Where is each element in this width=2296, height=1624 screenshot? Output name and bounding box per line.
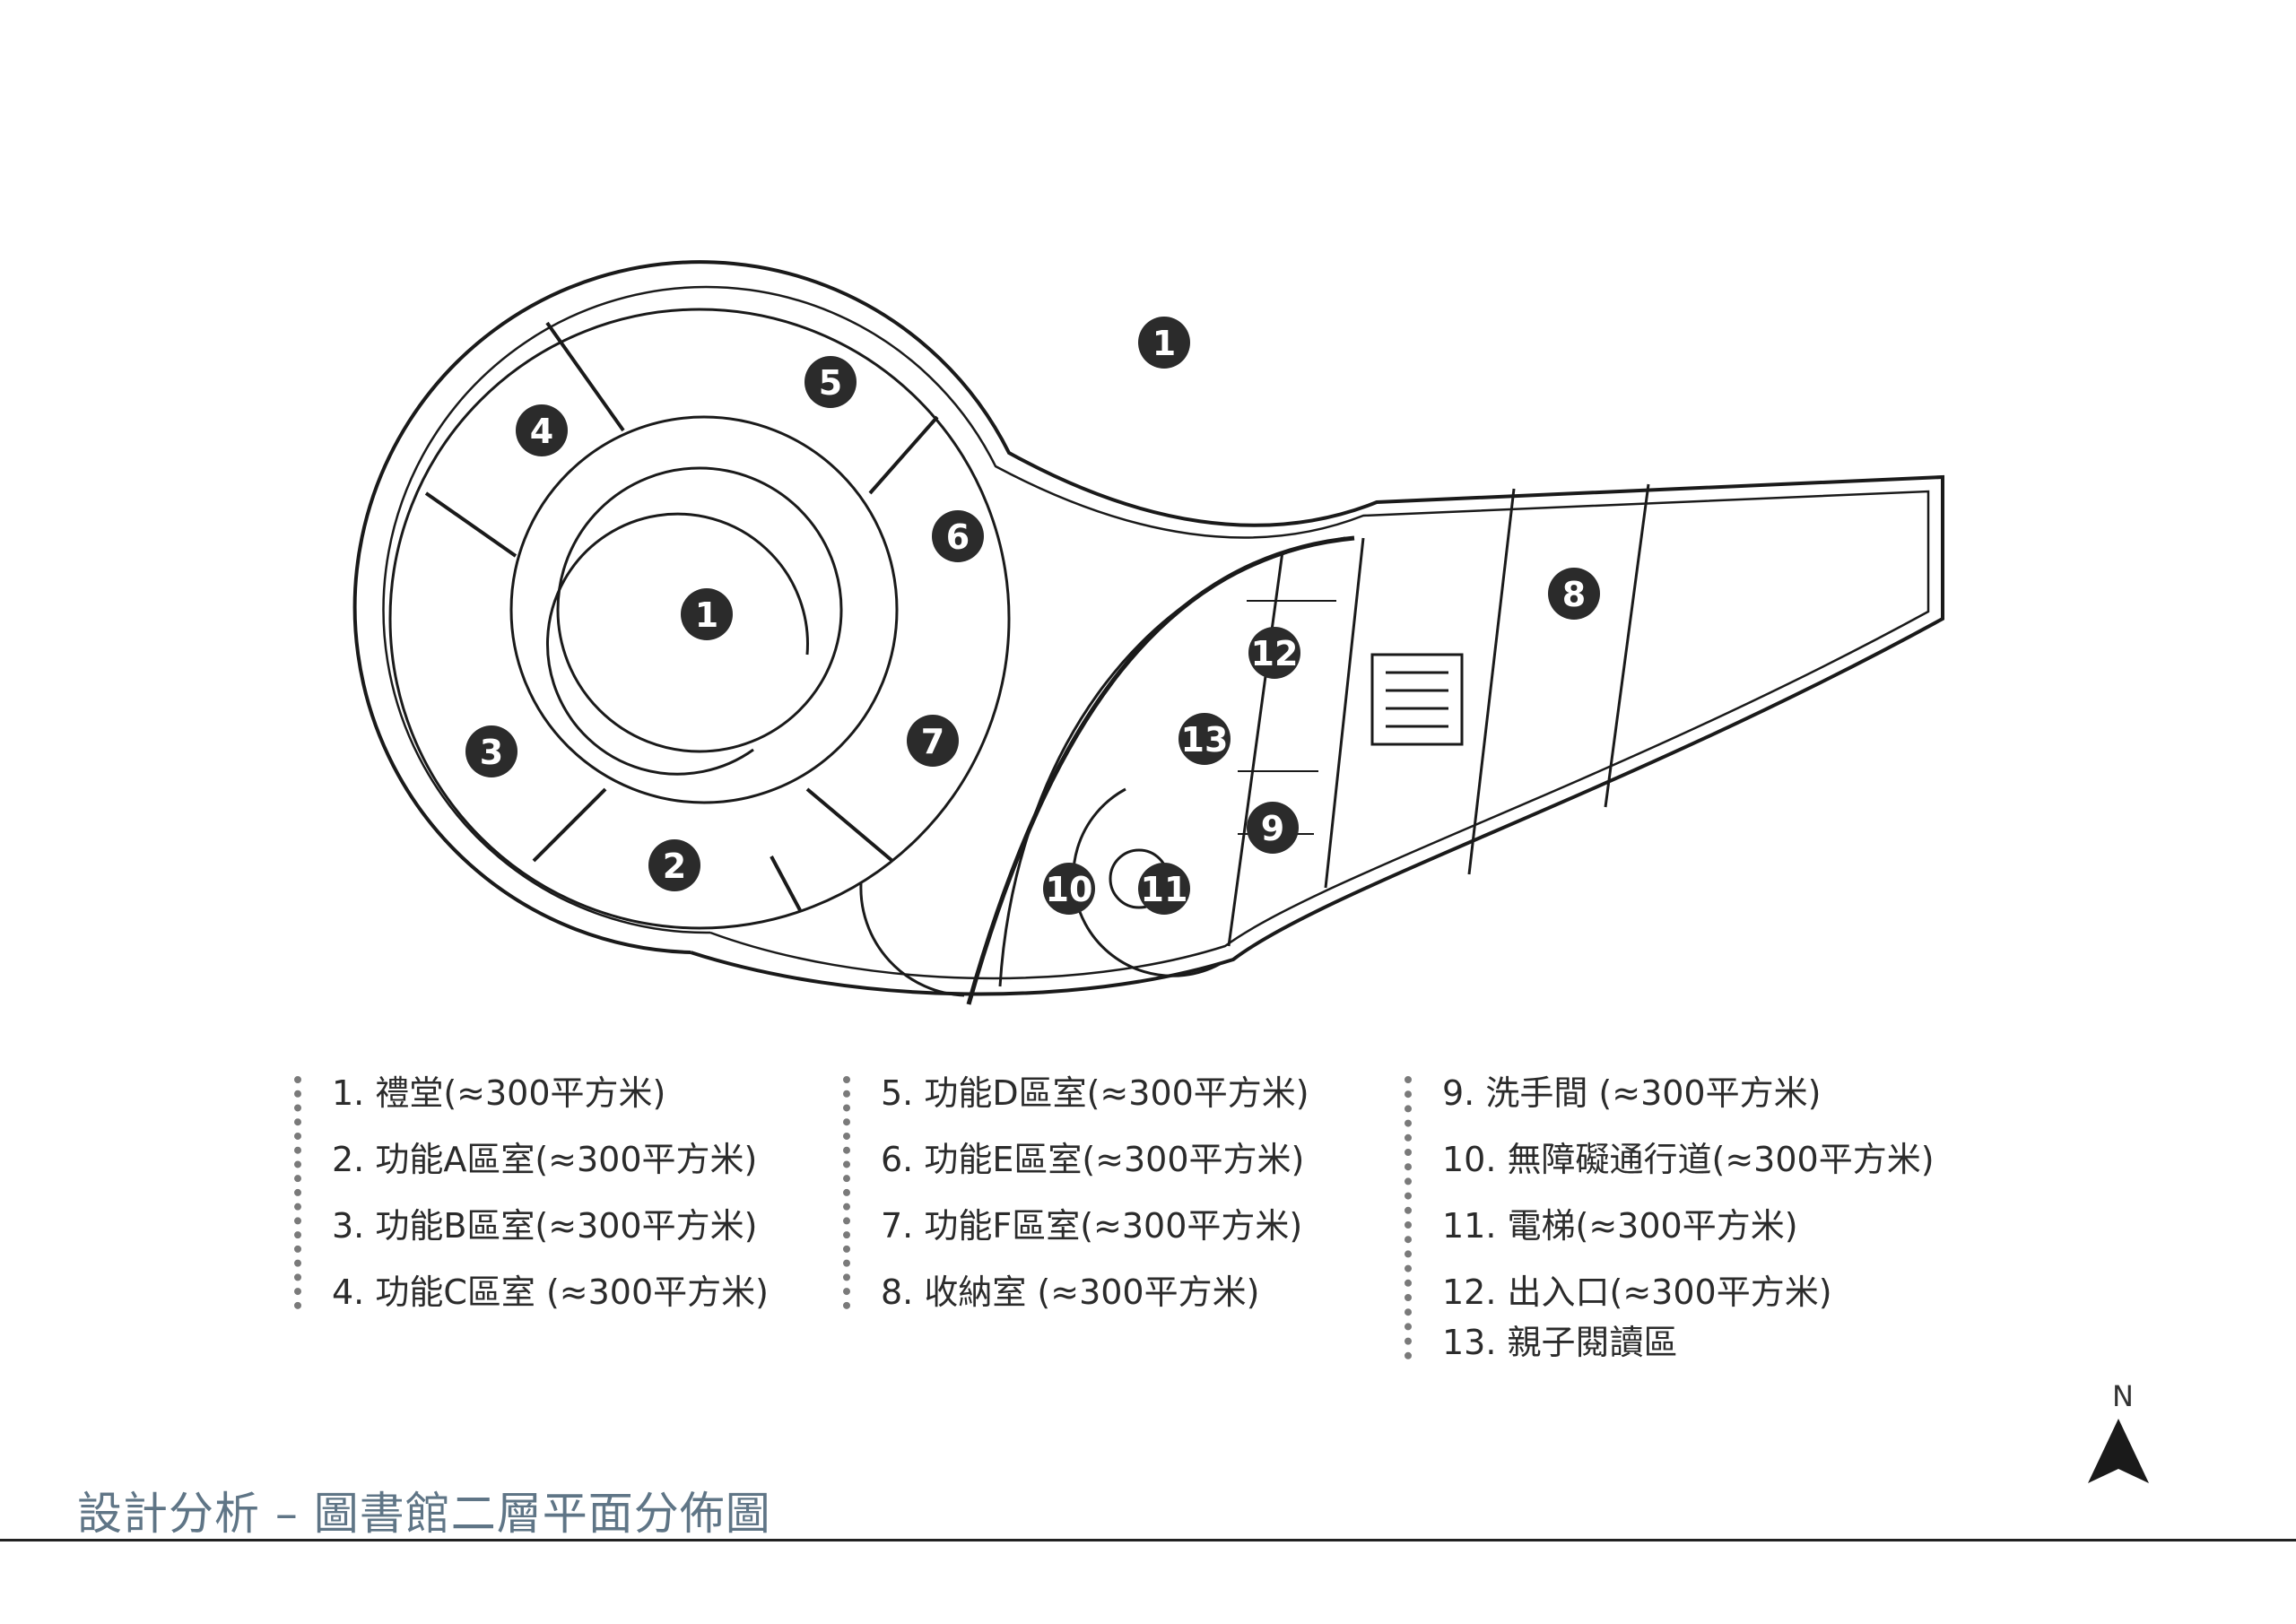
ramp-arc <box>1072 787 1221 977</box>
legend-item: 5. 功能D區室(≈300平方米) <box>881 1073 1309 1113</box>
stair-core <box>1370 653 1464 746</box>
legend-item: 13. 親子閱讀區 <box>1442 1323 1678 1362</box>
marker-1-auditorium: 1 <box>681 588 733 640</box>
legend-item: 9. 洗手間 (≈300平方米) <box>1442 1073 1822 1113</box>
middle-ring-outer <box>388 308 1011 930</box>
legend-item: 11. 電梯(≈300平方米) <box>1442 1206 1798 1246</box>
legend-item: 3. 功能B區室(≈300平方米) <box>332 1206 758 1246</box>
svg-text:12: 12 <box>1251 634 1299 673</box>
marker-8: 8 <box>1548 568 1600 620</box>
legend-item: 10. 無障礙通行道(≈300平方米) <box>1442 1140 1935 1179</box>
svg-text:9: 9 <box>1261 809 1284 848</box>
legend-item: 7. 功能F區室(≈300平方米) <box>881 1206 1303 1246</box>
floor-plan: 1 5 4 6 1 8 12 13 7 3 9 2 10 11 <box>352 260 1944 1005</box>
svg-text:5: 5 <box>819 363 842 403</box>
legend-item: 2. 功能A區室(≈300平方米) <box>332 1140 758 1179</box>
auditorium-ring <box>556 466 843 753</box>
marker-6: 6 <box>932 510 984 562</box>
svg-text:1: 1 <box>1152 324 1176 363</box>
marker-3: 3 <box>465 725 517 777</box>
marker-12: 12 <box>1248 627 1300 679</box>
svg-text:3: 3 <box>480 733 503 772</box>
marker-1-outdoor: 1 <box>1138 317 1190 369</box>
building-outline-inner <box>382 285 1930 980</box>
middle-ring-inner <box>509 415 899 804</box>
marker-9: 9 <box>1247 802 1299 854</box>
svg-text:4: 4 <box>530 412 553 451</box>
marker-2: 2 <box>648 839 700 891</box>
legend-item: 6. 功能E區室(≈300平方米) <box>881 1140 1305 1179</box>
page-title: 設計分析 – 圖書館二層平面分佈圖 <box>77 1488 771 1540</box>
room-markers: 1 5 4 6 1 8 12 13 7 3 9 2 10 11 <box>465 317 1600 915</box>
svg-text:6: 6 <box>946 517 970 557</box>
marker-13: 13 <box>1178 713 1231 765</box>
legend-item: 8. 收納室 (≈300平方米) <box>881 1272 1260 1312</box>
svg-text:7: 7 <box>921 722 944 761</box>
marker-4: 4 <box>516 404 568 456</box>
legend-column-2: 5. 功能D區室(≈300平方米) 6. 功能E區室(≈300平方米) 7. 功… <box>843 1076 1309 1309</box>
marker-11: 11 <box>1138 863 1190 915</box>
bottom-rule <box>0 1539 2296 1541</box>
svg-text:11: 11 <box>1141 870 1188 909</box>
north-label: N <box>2112 1379 2134 1413</box>
legend-item: 12. 出入口(≈300平方米) <box>1442 1272 1832 1312</box>
svg-text:8: 8 <box>1562 575 1586 614</box>
legend-column-3: 9. 洗手間 (≈300平方米) 10. 無障礙通行道(≈300平方米) 11.… <box>1405 1076 1935 1359</box>
building-outline <box>352 260 1944 996</box>
north-arrow-icon <box>2088 1419 2149 1483</box>
auditorium-inner-arc <box>545 512 809 776</box>
legend-item: 4. 功能C區室 (≈300平方米) <box>332 1272 769 1312</box>
svg-text:10: 10 <box>1046 870 1093 909</box>
marker-7: 7 <box>907 715 959 767</box>
svg-text:2: 2 <box>663 847 686 886</box>
svg-text:13: 13 <box>1181 720 1229 760</box>
legend-item: 1. 禮堂(≈300平方米) <box>332 1073 666 1113</box>
svg-text:1: 1 <box>695 595 718 635</box>
legend-column-1: 1. 禮堂(≈300平方米) 2. 功能A區室(≈300平方米) 3. 功能B區… <box>294 1076 769 1309</box>
marker-5: 5 <box>804 356 857 408</box>
marker-10: 10 <box>1043 863 1095 915</box>
